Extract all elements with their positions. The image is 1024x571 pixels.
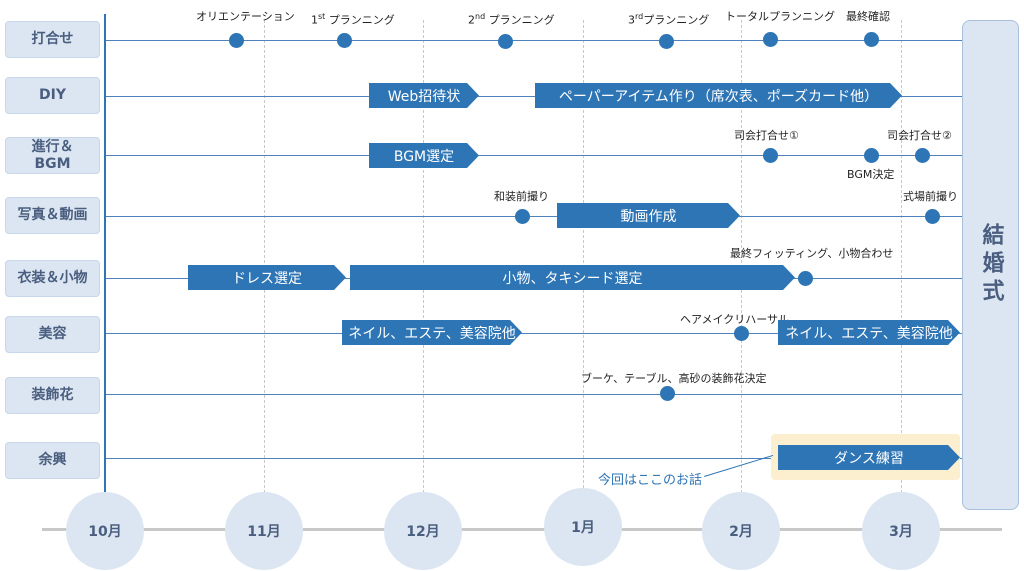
row-label-diy: DIY xyxy=(5,77,100,114)
current-topic-note: 今回はここのお話 xyxy=(598,473,703,488)
task-bgm-selection: BGM選定 xyxy=(369,143,479,168)
month-guide-12 xyxy=(423,20,424,498)
milestone-label-bgm-decided: BGM決定 xyxy=(847,168,895,181)
task-dance-practice: ダンス練習 xyxy=(778,445,960,470)
milestone-label-orientation: オリエンテーション xyxy=(196,10,295,23)
month-baseline xyxy=(42,528,1002,531)
row-label-photo-video: 写真＆動画 xyxy=(5,197,100,234)
row-label-costume: 衣装＆小物 xyxy=(5,260,100,297)
milestone-dot-venue-shoot xyxy=(925,209,940,224)
month-guide-2 xyxy=(741,20,742,498)
task-nail-esthe-2: ネイル、エステ、美容院他 xyxy=(778,320,960,345)
milestone-label-bouquet: ブーケ、テーブル、高砂の装飾花決定 xyxy=(581,372,767,385)
milestone-dot-mc-meeting1 xyxy=(763,148,778,163)
row-label-meetings: 打合せ xyxy=(5,21,100,58)
month-oct: 10月 xyxy=(66,492,144,570)
task-nail-esthe-1: ネイル、エステ、美容院他 xyxy=(342,320,522,345)
row-line-photo xyxy=(104,216,962,217)
milestone-dot-planning3 xyxy=(659,34,674,49)
milestone-label-planning1: 1st プランニング xyxy=(311,12,395,27)
milestone-label-planning2: 2nd プランニング xyxy=(468,12,555,27)
month-guide-1 xyxy=(583,20,584,498)
milestone-dot-mc-meeting2 xyxy=(915,148,930,163)
month-dec: 12月 xyxy=(384,492,462,570)
task-web-invitation: Web招待状 xyxy=(369,83,479,108)
milestone-dot-total-planning xyxy=(763,32,778,47)
row-line-progress xyxy=(104,155,962,156)
milestone-dot-planning1 xyxy=(337,33,352,48)
month-guide-11 xyxy=(264,20,265,498)
task-dress-selection: ドレス選定 xyxy=(188,265,346,290)
milestone-label-mc-meeting2: 司会打合せ② xyxy=(887,129,952,142)
milestone-dot-final-fitting xyxy=(798,271,813,286)
milestone-dot-hair-rehearsal xyxy=(734,326,749,341)
milestone-dot-planning2 xyxy=(498,34,513,49)
row-line-diy xyxy=(104,96,962,97)
month-nov: 11月 xyxy=(225,492,303,570)
milestone-label-venue-shoot: 式場前撮り xyxy=(903,190,958,203)
milestone-dot-orientation xyxy=(229,33,244,48)
row-label-flowers: 装飾花 xyxy=(5,377,100,414)
row-label-beauty: 美容 xyxy=(5,316,100,353)
row-line-entertainment xyxy=(104,458,962,459)
milestone-dot-final-confirm xyxy=(864,32,879,47)
milestone-label-wasou-shoot: 和装前撮り xyxy=(494,190,549,203)
milestone-label-final-confirm: 最終確認 xyxy=(846,10,890,23)
month-mar: 3月 xyxy=(862,492,940,570)
month-guide-3 xyxy=(901,20,902,498)
milestone-dot-wasou-shoot xyxy=(515,209,530,224)
ceremony-label: 結婚式 xyxy=(978,223,1004,307)
month-feb: 2月 xyxy=(702,492,780,570)
row-line-beauty xyxy=(104,333,962,334)
milestone-label-planning3: 3rdプランニング xyxy=(628,12,710,27)
task-accessories-tuxedo: 小物、タキシード選定 xyxy=(350,265,795,290)
ceremony-panel: 結婚式 xyxy=(962,20,1019,510)
milestone-label-mc-meeting1: 司会打合せ① xyxy=(734,129,799,142)
milestone-dot-bouquet xyxy=(660,386,675,401)
task-paper-items: ペーパーアイテム作り（席次表、ポーズカード他） xyxy=(535,83,902,108)
task-video-making: 動画作成 xyxy=(557,203,740,228)
milestone-dot-bgm-decided xyxy=(864,148,879,163)
row-line-meetings xyxy=(104,40,962,41)
row-label-progress-bgm: 進行＆ BGM xyxy=(5,137,100,174)
month-jan: 1月 xyxy=(544,488,622,566)
milestone-label-final-fitting: 最終フィッティング、小物合わせ xyxy=(730,247,894,260)
row-label-entertainment: 余興 xyxy=(5,442,100,479)
milestone-label-hair-rehearsal: ヘアメイクリハーサル xyxy=(680,313,790,326)
milestone-label-total-planning: トータルプランニング xyxy=(725,10,835,23)
timeline-axis xyxy=(104,14,106,494)
row-line-flowers xyxy=(104,394,962,395)
